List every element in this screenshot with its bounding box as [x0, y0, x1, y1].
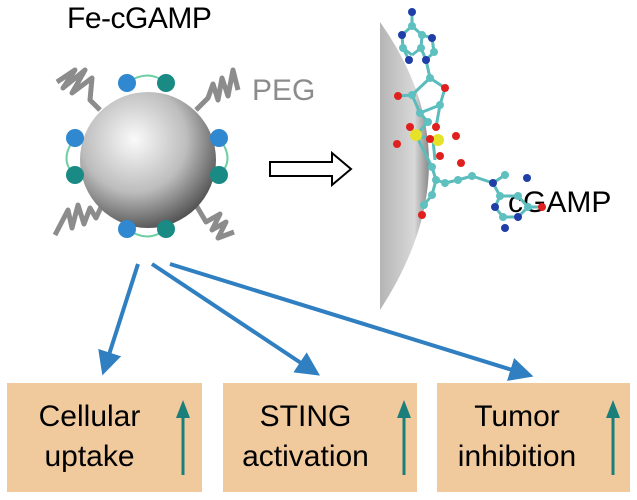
flow-arrows [98, 262, 534, 381]
outcome-line2: uptake [44, 440, 135, 473]
core-label-sub2: 4 [172, 156, 185, 181]
peg-chain-top-left [55, 67, 102, 112]
outcome-line2: inhibition [457, 440, 577, 473]
core-label-sub1: 3 [136, 156, 149, 181]
cgamp-label: cGAMP [508, 186, 612, 219]
arrow-to-cellular-uptake [98, 263, 140, 376]
outcome-text: Tumor inhibition [437, 397, 597, 477]
outcome-box-tumor-inhibition: Tumor inhibition [437, 383, 630, 492]
core-label-o: O [148, 140, 173, 175]
outcome-line2: activation [242, 440, 369, 473]
arrow-to-sting-activation [150, 262, 320, 376]
peg-chain-bottom-right [193, 203, 235, 241]
outcome-box-sting-activation: STING activation [223, 383, 417, 492]
peg-chain-top-right [194, 67, 241, 112]
arrow-to-tumor-inhibition [169, 262, 534, 381]
core-label-fe: Fe [100, 140, 137, 175]
outcome-line1: Tumor [474, 400, 560, 433]
outcome-box-cellular-uptake: Cellular uptake [7, 383, 202, 492]
core-label: Fe3O4 [100, 140, 185, 180]
hollow-right-arrow-icon [269, 150, 353, 188]
outcome-line1: Cellular [38, 400, 141, 433]
outcome-text: Cellular uptake [7, 397, 172, 477]
nanoparticle-surface-half [380, 22, 429, 310]
outcome-line1: STING [259, 400, 352, 433]
peg-label: PEG [252, 74, 316, 107]
diagram-title: Fe-cGAMP [67, 2, 212, 35]
outcome-text: STING activation [223, 397, 388, 477]
peg-chain-bottom-left [52, 202, 105, 237]
